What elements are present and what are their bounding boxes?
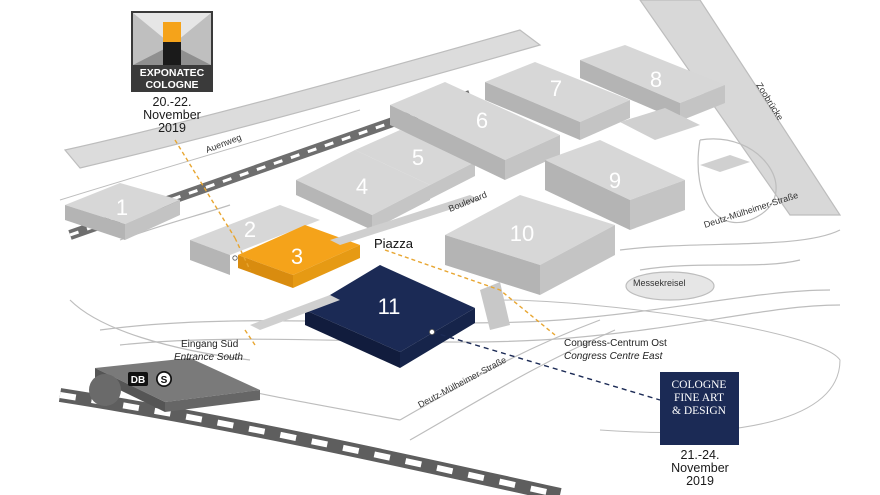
hall-8-label: 8 (650, 67, 662, 92)
hall-6[interactable]: 6 (390, 82, 560, 180)
exponatec-month: November (143, 108, 201, 122)
fineart-route (431, 331, 661, 401)
entrance-south-en: Entrance South (174, 352, 243, 363)
fineart-line2: FINE ART (674, 392, 724, 404)
hall-5[interactable]: 5 (355, 130, 475, 199)
congress-centre-en: Congress Centre East (564, 351, 664, 362)
hall-2-label: 2 (244, 217, 256, 242)
exponatec-line2: COLOGNE (145, 79, 198, 91)
s-bahn-icon: S (156, 371, 172, 387)
hall-11[interactable]: 11 (305, 265, 475, 368)
hall-2[interactable]: 2 (190, 205, 320, 275)
fineart-logo[interactable]: COLOGNE FINE ART & DESIGN (660, 372, 739, 445)
hall-11-label: 11 (378, 294, 401, 319)
hall-9[interactable]: 9 (545, 108, 750, 230)
fineart-line1: COLOGNE (672, 379, 727, 391)
svg-text:S: S (161, 375, 168, 386)
street-deutz-muelheimer-right: Deutz-Mülheimer-Straße (703, 190, 800, 230)
boulevard-walkway (250, 195, 510, 330)
hall-4-label: 4 (356, 174, 368, 199)
street-messekreisel: Messekreisel (633, 278, 686, 288)
hall-10[interactable]: 10 (445, 195, 615, 295)
db-badge: DB (128, 372, 148, 386)
hall-3-pin (232, 255, 238, 261)
congress-centre-de: Congress-Centrum Ost (564, 338, 667, 349)
hall-9-label: 9 (609, 168, 621, 193)
fineart-line3: & DESIGN (672, 405, 727, 417)
piazza-label: Piazza (374, 236, 414, 251)
railway-south (58, 388, 562, 495)
exponatec-line1: EXPONATEC (140, 67, 205, 79)
hall-5-label: 5 (412, 145, 424, 170)
entrance-south-de: Eingang Süd (181, 339, 238, 350)
svg-text:DB: DB (131, 375, 145, 386)
hall-4[interactable]: 4 (296, 150, 430, 230)
hall-1[interactable]: 1 (65, 183, 180, 240)
hall-11-pin (428, 328, 435, 335)
street-boulevard: Boulevard (447, 189, 488, 213)
hall-8[interactable]: 8 (580, 45, 725, 121)
hall-6-label: 6 (476, 108, 488, 133)
hall-7-label: 7 (550, 76, 562, 101)
fineart-year: 2019 (686, 474, 714, 488)
fineart-date: 21.-24. (681, 448, 720, 462)
exponatec-route (174, 139, 556, 346)
train-station (89, 358, 260, 412)
fineart-month: November (671, 461, 729, 475)
exponatec-date: 20.-22. (153, 95, 192, 109)
hall-7[interactable]: 7 (485, 62, 630, 140)
hall-1-label: 1 (116, 195, 128, 220)
hall-3-label: 3 (291, 244, 303, 269)
street-deutz-muelheimer-bottom: Deutz-Mülheimer-Straße (416, 355, 508, 410)
exponatec-logo[interactable]: EXPONATEC COLOGNE (131, 11, 213, 92)
road-network (59, 0, 842, 441)
hall-10-label: 10 (510, 221, 534, 246)
hall-3[interactable]: 3 (238, 225, 360, 288)
exponatec-year: 2019 (158, 121, 186, 135)
